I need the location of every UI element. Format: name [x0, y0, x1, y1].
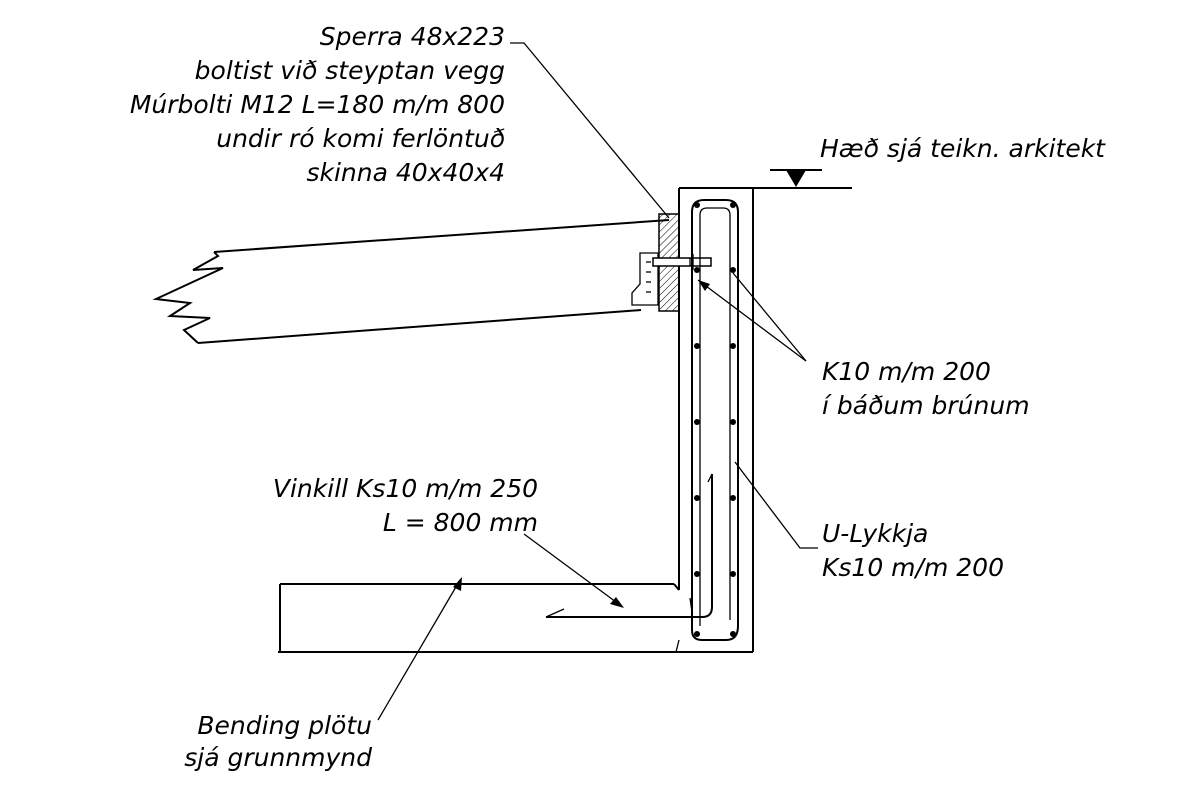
bending-note: Bending plötu sjá grunnmynd — [184, 711, 372, 772]
sperra-line-2: boltist við steyptan vegg — [195, 56, 505, 85]
k10-line-1: K10 m/m 200 — [822, 357, 991, 386]
ulykkja-line-2: Ks10 m/m 200 — [822, 553, 1004, 582]
bending-line-2: sjá grunnmynd — [184, 743, 372, 772]
level-triangle — [786, 170, 806, 187]
bending-line-1: Bending plötu — [197, 711, 372, 740]
vinkill-line-1: Vinkill Ks10 m/m 250 — [273, 474, 538, 503]
concrete-wall — [278, 187, 852, 653]
l-bar-rebar — [545, 473, 713, 618]
sperra-line-5: skinna 40x40x4 — [306, 158, 505, 187]
u-loop-rebar — [691, 199, 739, 641]
rebar-dots — [694, 202, 736, 637]
rafter — [152, 219, 670, 344]
vinkill-line-2: L = 800 mm — [383, 508, 538, 537]
floor-slab — [279, 583, 680, 653]
ulykkja-note: U-Lykkja Ks10 m/m 200 — [822, 519, 1004, 582]
ulykkja-line-1: U-Lykkja — [822, 519, 928, 548]
sperra-note: Sperra 48x223 boltist við steyptan vegg … — [130, 22, 505, 187]
vinkill-note: Vinkill Ks10 m/m 250 L = 800 mm — [273, 474, 538, 537]
sperra-line-4: undir ró komi ferlöntuð — [216, 124, 505, 153]
leader-lines — [377, 42, 818, 721]
sperra-line-1: Sperra 48x223 — [320, 22, 505, 51]
level-marker — [770, 169, 822, 187]
k10-note: K10 m/m 200 í báðum brúnum — [822, 357, 1030, 420]
sperra-line-3: Múrbolti M12 L=180 m/m 800 — [130, 90, 505, 119]
k10-line-2: í báðum brúnum — [822, 391, 1030, 420]
haed-note: Hæð sjá teikn. arkitekt — [820, 134, 1106, 163]
angle-bracket — [631, 252, 659, 306]
